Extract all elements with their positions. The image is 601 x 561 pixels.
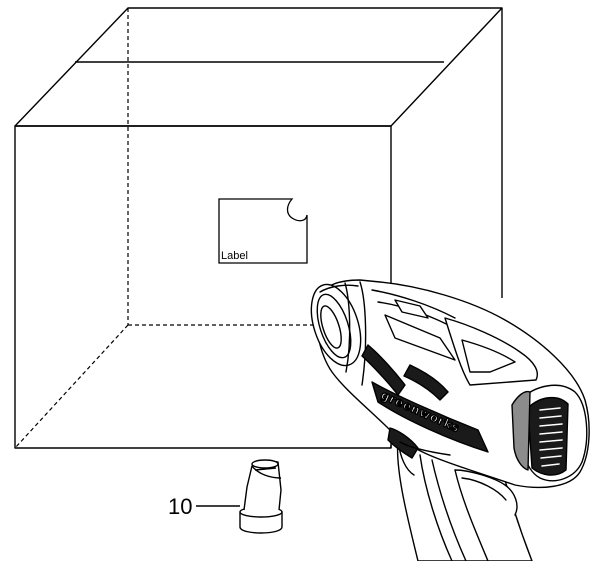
carton-label: Label xyxy=(218,198,308,264)
callout-number: 10 xyxy=(168,494,192,519)
carton-hidden-edges xyxy=(14,8,318,449)
nozzle-accessory xyxy=(239,459,283,534)
brand-strip xyxy=(371,381,489,453)
carton-box xyxy=(14,7,503,449)
label-outline xyxy=(218,198,308,264)
nozzle-collar xyxy=(239,511,283,534)
label-text: Label xyxy=(221,250,248,262)
carton-top-face xyxy=(14,7,503,127)
heat-gun-icon: greenworks xyxy=(310,279,590,561)
callout-10: 10 xyxy=(168,494,240,519)
